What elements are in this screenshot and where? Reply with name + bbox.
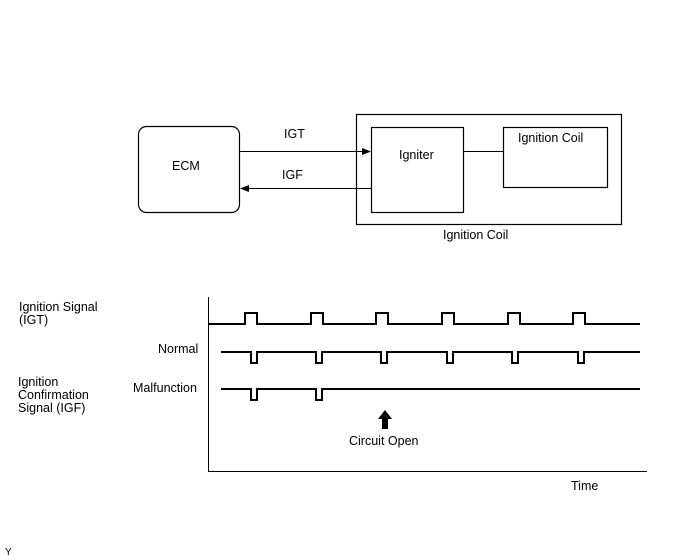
malfunction-label: Malfunction [133,381,197,395]
igt-signal-label: Ignition Signal (IGT) [19,300,98,327]
corner-mark: Y [5,547,12,558]
ecm-box [137,125,241,214]
ignition-coil-assembly-box [355,113,623,226]
time-axis-label: Time [571,479,599,493]
igf-malfunction-waveform [221,388,640,401]
igf-signal-label: Ignition Confirmation Signal (IGF) [18,375,89,415]
igf-arrow [240,185,371,192]
circuit-open-label: Circuit Open [349,434,419,448]
igniter-box [370,126,465,214]
igt-label: IGT [284,127,305,141]
ignition-coil-label: Ignition Coil [518,131,584,145]
ignition-coil-assembly-label: Ignition Coil [443,228,509,242]
igf-label: IGF [282,168,303,182]
igt-arrow [240,148,371,155]
normal-label: Normal [158,342,199,356]
ignition-coil-box [502,126,609,189]
ecm-label: ECM [172,159,200,173]
igf-normal-waveform [221,351,640,364]
igniter-label: Igniter [399,148,434,162]
igt-waveform [208,312,640,325]
circuit-open-arrow-icon [378,410,392,429]
